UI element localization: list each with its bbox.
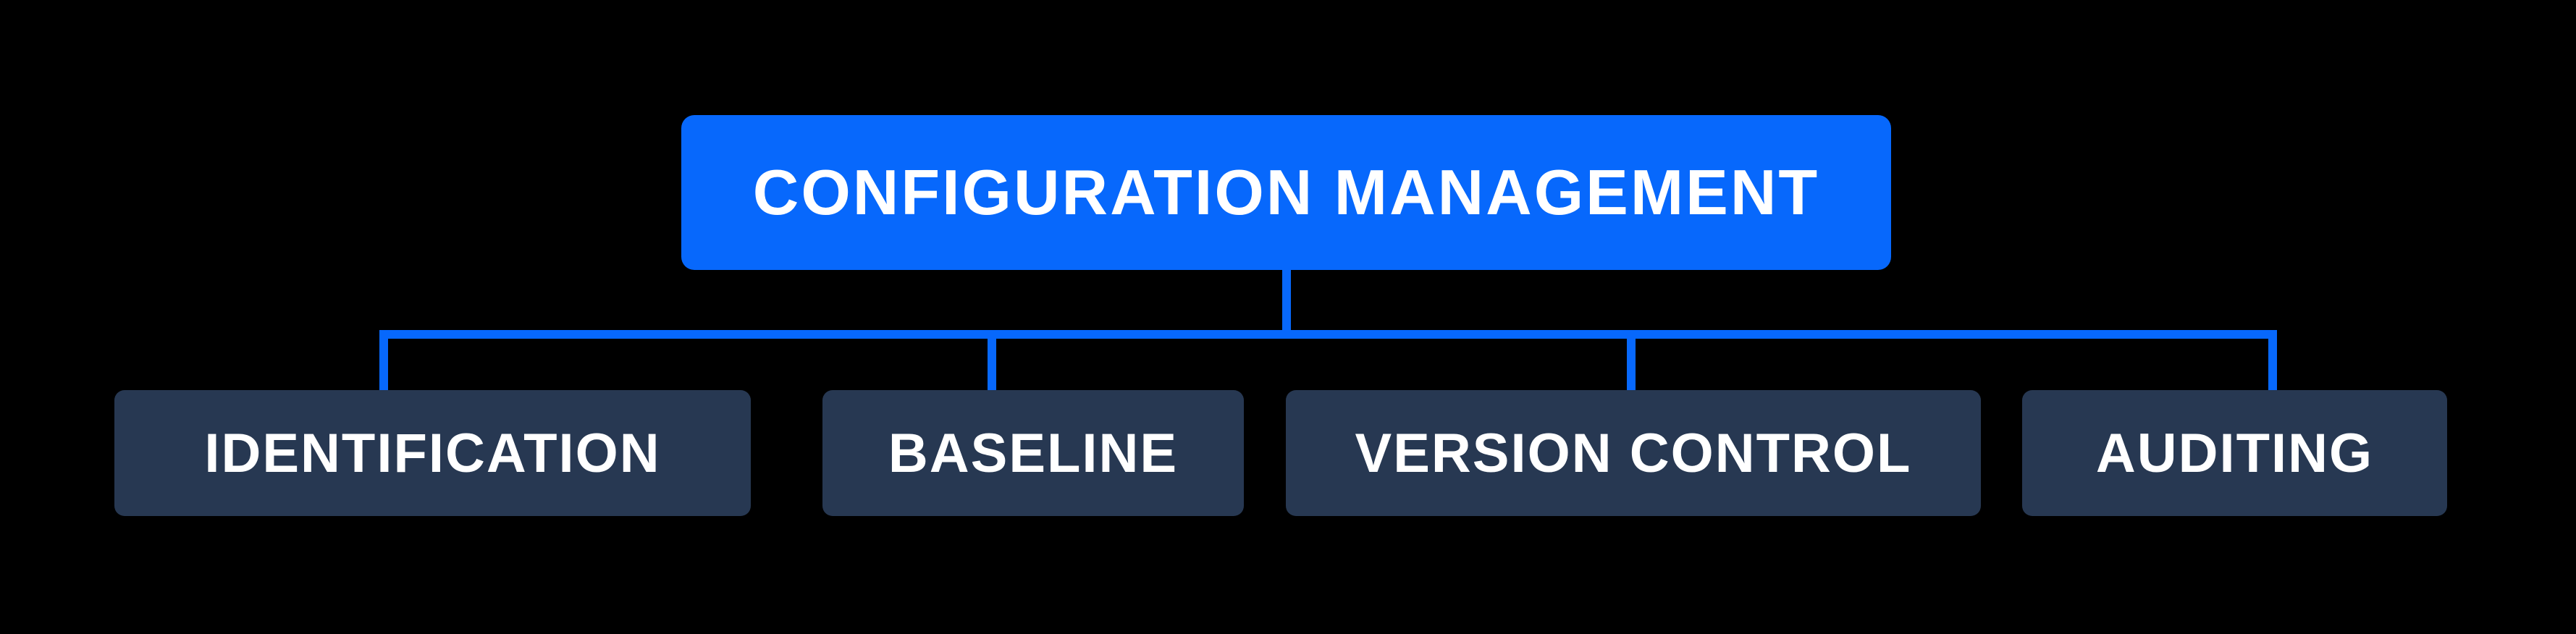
root-node-configuration-management: CONFIGURATION MANAGEMENT (681, 115, 1891, 270)
connector-drop-version-control (1627, 330, 1636, 395)
root-node-label: CONFIGURATION MANAGEMENT (752, 156, 1820, 228)
child-node-identification-label: IDENTIFICATION (204, 422, 661, 484)
child-node-baseline: BASELINE (822, 390, 1244, 516)
connector-drop-identification (379, 330, 388, 395)
child-node-auditing: AUDITING (2022, 390, 2447, 516)
child-node-baseline-label: BASELINE (888, 422, 1179, 484)
child-node-version-control: VERSION CONTROL (1286, 390, 1981, 516)
connector-horizontal-bar (379, 330, 2277, 339)
child-node-version-control-label: VERSION CONTROL (1355, 422, 1912, 484)
connector-root-stem (1282, 264, 1291, 339)
connector-drop-auditing (2268, 330, 2277, 395)
child-node-auditing-label: AUDITING (2095, 422, 2374, 484)
child-node-identification: IDENTIFICATION (114, 390, 751, 516)
connector-drop-baseline (988, 330, 996, 395)
